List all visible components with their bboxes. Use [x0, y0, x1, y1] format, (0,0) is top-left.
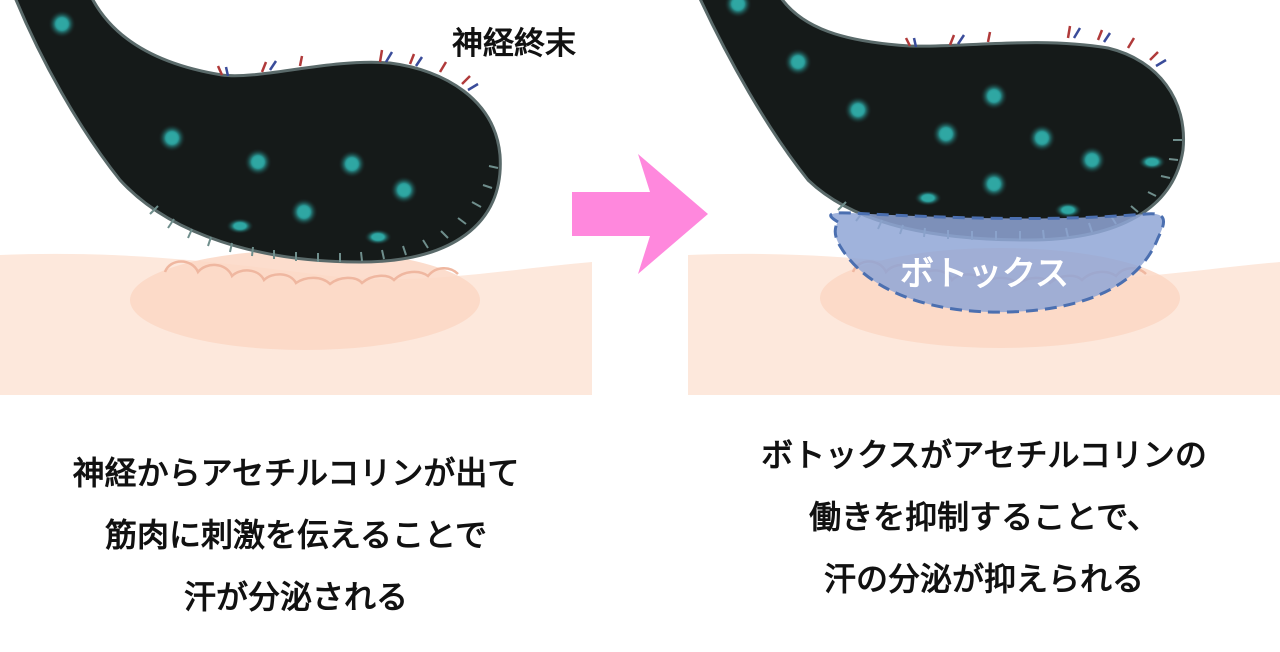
left-caption: 神経からアセチルコリンが出て 筋肉に刺激を伝えることで 汗が分泌される [0, 442, 592, 628]
nerve-terminal [14, 0, 502, 264]
left-caption-line-3: 汗が分泌される [183, 578, 408, 616]
botox-label: ボトックス [900, 254, 1069, 294]
left-caption-line-2: 筋肉に刺激を伝えることで [104, 516, 488, 554]
receptors [216, 49, 479, 92]
vesicles [48, 10, 418, 245]
vesicles [724, 0, 1166, 218]
transition-arrow [572, 154, 708, 274]
right-caption-line-2: 働きを抑制することで、 [809, 498, 1159, 536]
left-caption-line-1: 神経からアセチルコリンが出て [72, 454, 520, 492]
synaptic-ticks [149, 165, 499, 262]
right-diagram [688, 0, 1280, 395]
sweat-gland [130, 250, 480, 350]
receptors [904, 25, 1167, 68]
gland-surface [163, 260, 459, 286]
right-caption-line-1: ボトックスがアセチルコリンの [761, 436, 1207, 474]
botox-blob [829, 211, 1166, 314]
right-caption-line-3: 汗の分泌が抑えられる [823, 560, 1144, 598]
nerve-ending-label: 神経終末 [452, 26, 576, 62]
left-diagram [0, 0, 592, 395]
nerve-terminal [698, 0, 1186, 242]
right-caption: ボトックスがアセチルコリンの 働きを抑制することで、 汗の分泌が抑えられる [688, 424, 1280, 610]
